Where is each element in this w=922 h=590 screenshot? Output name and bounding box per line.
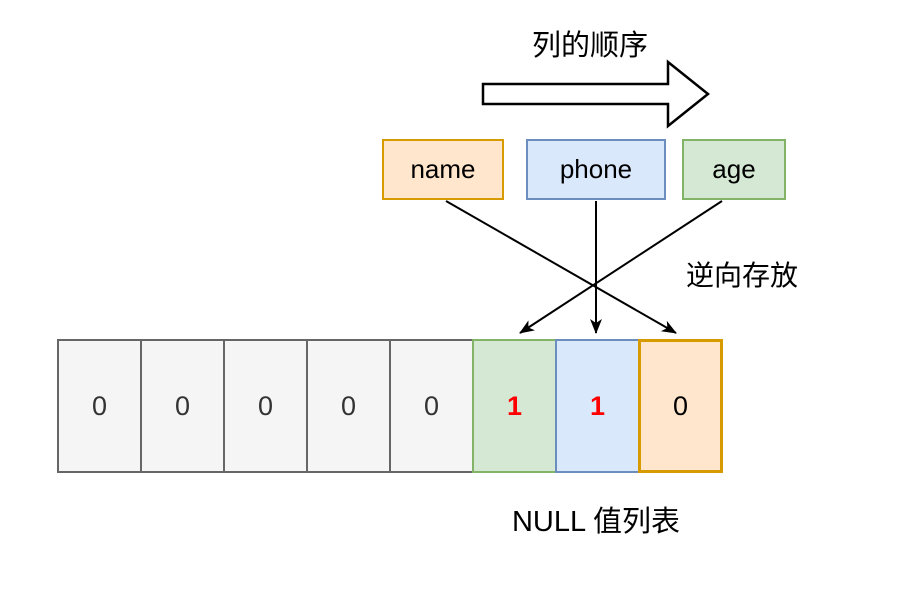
column-box-phone-label: phone <box>559 154 633 184</box>
bitmap-cell: 0 <box>389 339 474 473</box>
column-box-name-label: name <box>410 154 476 184</box>
column-box-phone: phone <box>526 139 666 200</box>
bitmap-cell: 1 <box>555 339 640 473</box>
bitmap-cell: 0 <box>638 339 723 473</box>
column-box-name: name <box>382 139 504 200</box>
bitmap-cell: 0 <box>140 339 225 473</box>
null-list-label: NULL 值列表 <box>511 506 681 538</box>
column-box-age-label: age <box>712 154 756 184</box>
name-to-bit-arrow <box>445 200 677 334</box>
reverse-storage-label: 逆向存放 <box>686 260 799 291</box>
bitmap-cell: 0 <box>306 339 391 473</box>
bitmap-cell: 1 <box>472 339 557 473</box>
column-order-arrow <box>481 59 711 129</box>
bitmap-cell: 0 <box>223 339 308 473</box>
column-box-age: age <box>682 139 786 200</box>
bitmap-cell: 0 <box>57 339 142 473</box>
column-order-title: 列的顺序 <box>531 30 648 62</box>
